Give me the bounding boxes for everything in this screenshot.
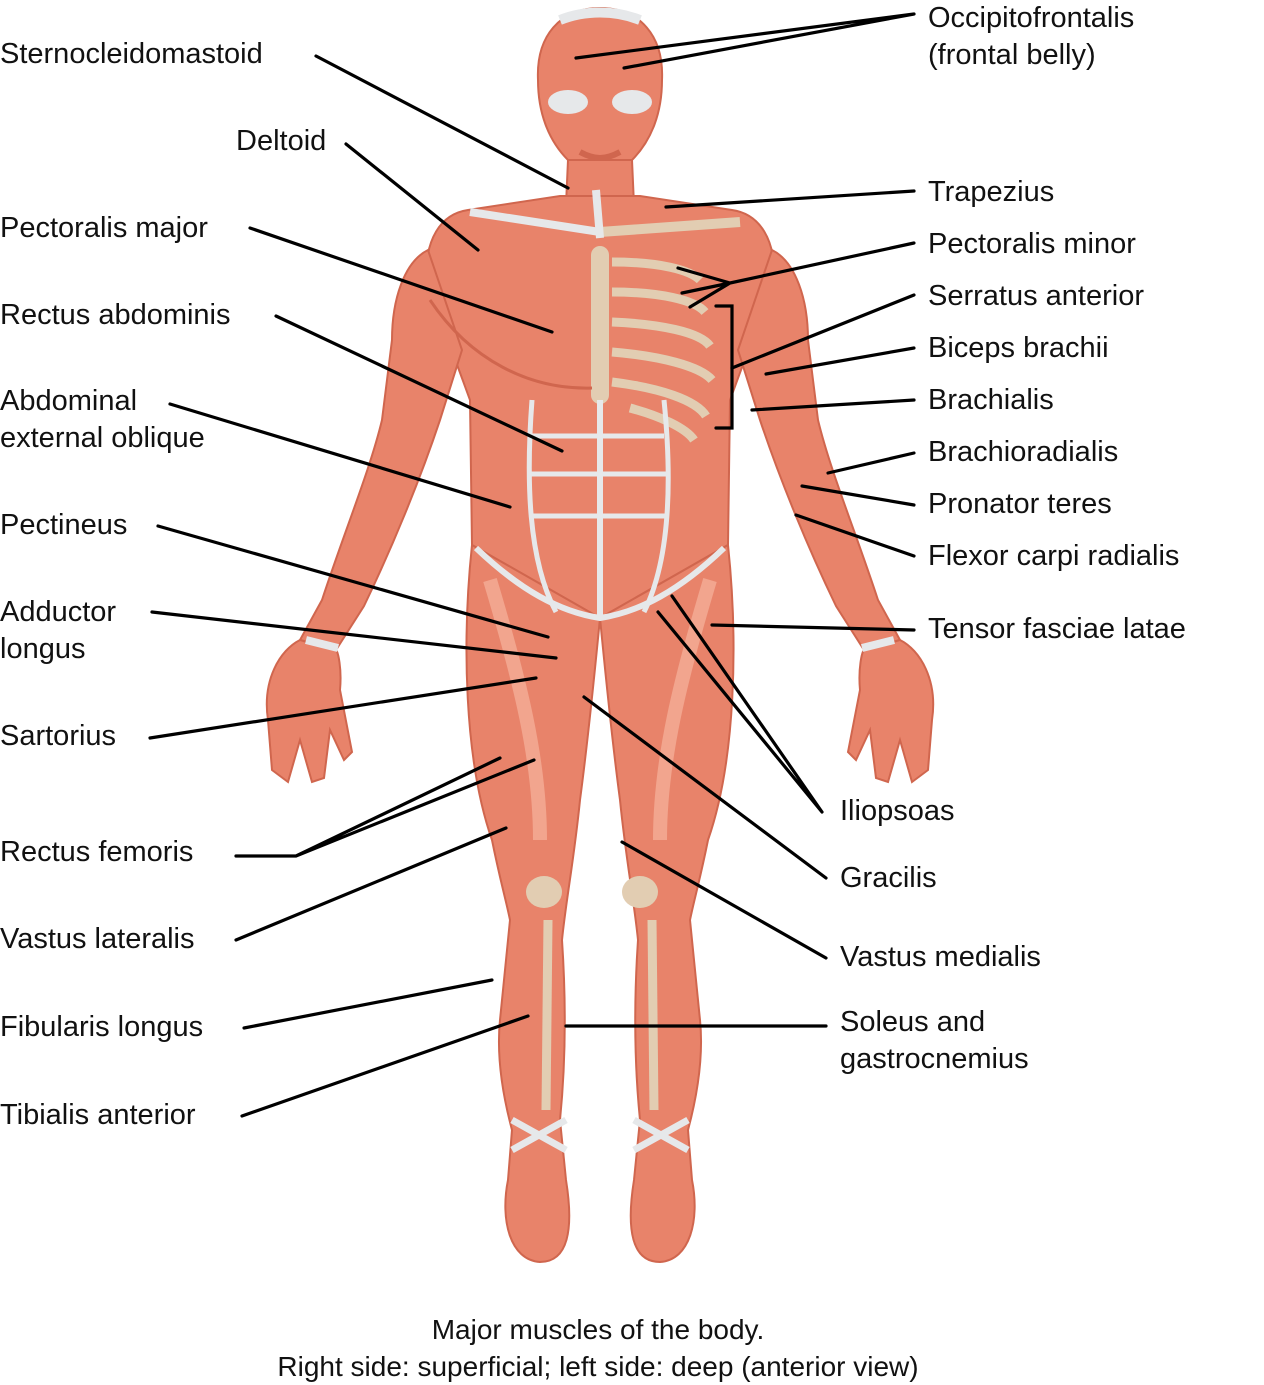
rib xyxy=(611,377,710,419)
forehead-aponeurosis xyxy=(558,7,642,25)
leader-serratus-anterior xyxy=(730,293,916,370)
label-deltoid: Deltoid xyxy=(236,125,327,157)
label-serratus-anterior: Serratus anterior xyxy=(928,280,1144,312)
label-vastus-lateralis: Vastus lateralis xyxy=(0,923,195,955)
neck-tendon xyxy=(592,189,604,239)
leader-vastus-medialis xyxy=(620,840,828,960)
label-flexor-carpi-radialis: Flexor carpi radialis xyxy=(928,540,1180,572)
label-occipitofrontalis: Occipitofrontalis (frontal belly) xyxy=(928,2,1135,71)
leader-serratus-bracket xyxy=(714,304,734,430)
retinaculum xyxy=(510,1116,568,1154)
label-brachialis: Brachialis xyxy=(928,384,1054,416)
leader-rectus-femoris xyxy=(234,756,536,858)
leader-lines xyxy=(148,12,916,1118)
body-details xyxy=(305,7,895,1154)
clavicle-right xyxy=(599,217,741,237)
inguinal-ligament xyxy=(473,545,727,622)
tibia xyxy=(647,919,659,1111)
leader-tensor-fasciae-latae xyxy=(710,623,916,632)
rib xyxy=(611,287,709,316)
label-fibularis-longus: Fibularis longus xyxy=(0,1011,204,1043)
leader-pronator-teres xyxy=(800,484,916,507)
wrist-tendons xyxy=(861,636,895,652)
leader-fibularis-longus xyxy=(242,978,494,1030)
label-iliopsoas: Iliopsoas xyxy=(840,795,955,827)
eye xyxy=(548,90,588,114)
leader-abdominal-external-oblique xyxy=(168,402,512,509)
patella xyxy=(622,876,658,908)
label-rectus-femoris: Rectus femoris xyxy=(0,836,194,868)
leader-deltoid xyxy=(344,142,480,252)
leader-trapezius xyxy=(664,189,916,209)
label-tibialis-anterior: Tibialis anterior xyxy=(0,1099,196,1131)
rib xyxy=(628,403,698,443)
label-pectoralis-minor: Pectoralis minor xyxy=(928,228,1136,260)
label-adductor-longus: Adductor longus xyxy=(0,596,117,665)
wrist-tendons xyxy=(305,636,339,652)
label-rectus-abdominis: Rectus abdominis xyxy=(0,299,231,331)
leader-pectineus xyxy=(156,524,550,639)
eye xyxy=(612,90,652,114)
leader-brachioradialis xyxy=(826,451,916,475)
pectoral-edge xyxy=(428,299,593,390)
label-pectineus: Pectineus xyxy=(0,509,128,541)
leader-tibialis-anterior xyxy=(240,1014,530,1118)
hand-right-side xyxy=(846,638,935,784)
rib xyxy=(611,317,714,350)
label-sternocleidomastoid: Sternocleidomastoid xyxy=(0,38,263,70)
label-vastus-medialis: Vastus medialis xyxy=(840,941,1041,973)
rib xyxy=(611,347,716,384)
clavicle-left xyxy=(469,208,601,236)
label-gracilis: Gracilis xyxy=(840,862,937,894)
leader-rectus-abdominis xyxy=(274,314,564,453)
hand-left-side xyxy=(265,638,354,784)
leader-gracilis xyxy=(582,695,828,880)
label-pronator-teres: Pronator teres xyxy=(928,488,1112,520)
leader-occipitofrontalis xyxy=(574,12,916,70)
leader-vastus-lateralis xyxy=(234,826,508,942)
sartorius-strip xyxy=(483,577,547,841)
label-sartorius: Sartorius xyxy=(0,720,117,752)
rectus-lateral-right xyxy=(641,399,671,614)
leader-pectoralis-minor xyxy=(676,241,916,309)
rib xyxy=(611,257,704,284)
leader-iliopsoas xyxy=(656,594,824,814)
label-brachioradialis: Brachioradialis xyxy=(928,436,1119,468)
leader-brachialis xyxy=(750,398,916,412)
caption-line-1: Major muscles of the body. xyxy=(431,1314,765,1345)
leader-sartorius xyxy=(148,676,538,740)
label-trapezius: Trapezius xyxy=(928,176,1055,208)
arm-left-side xyxy=(298,248,464,652)
label-soleus-gastrocnemius: Soleus and gastrocnemius xyxy=(840,1006,1029,1075)
label-tensor-fasciae-latae: Tensor fasciae latae xyxy=(928,613,1186,645)
leader-pectoralis-major xyxy=(248,226,554,334)
label-biceps-brachii: Biceps brachii xyxy=(928,332,1109,364)
leg-right-side xyxy=(598,543,735,1264)
leader-biceps-brachii xyxy=(764,346,916,376)
caption-line-2: Right side: superficial; left side: deep… xyxy=(277,1351,919,1382)
sartorius-strip xyxy=(653,577,717,841)
tibia xyxy=(541,919,553,1111)
label-abdominal-external-oblique: Abdominal external oblique xyxy=(0,385,205,454)
label-pectoralis-major: Pectoralis major xyxy=(0,212,208,244)
leader-sternocleidomastoid xyxy=(314,54,570,190)
retinaculum xyxy=(632,1116,690,1154)
leader-adductor-longus xyxy=(150,610,558,660)
leader-flexor-carpi-radialis xyxy=(794,513,916,558)
patella xyxy=(526,876,562,908)
mouth xyxy=(578,149,622,161)
